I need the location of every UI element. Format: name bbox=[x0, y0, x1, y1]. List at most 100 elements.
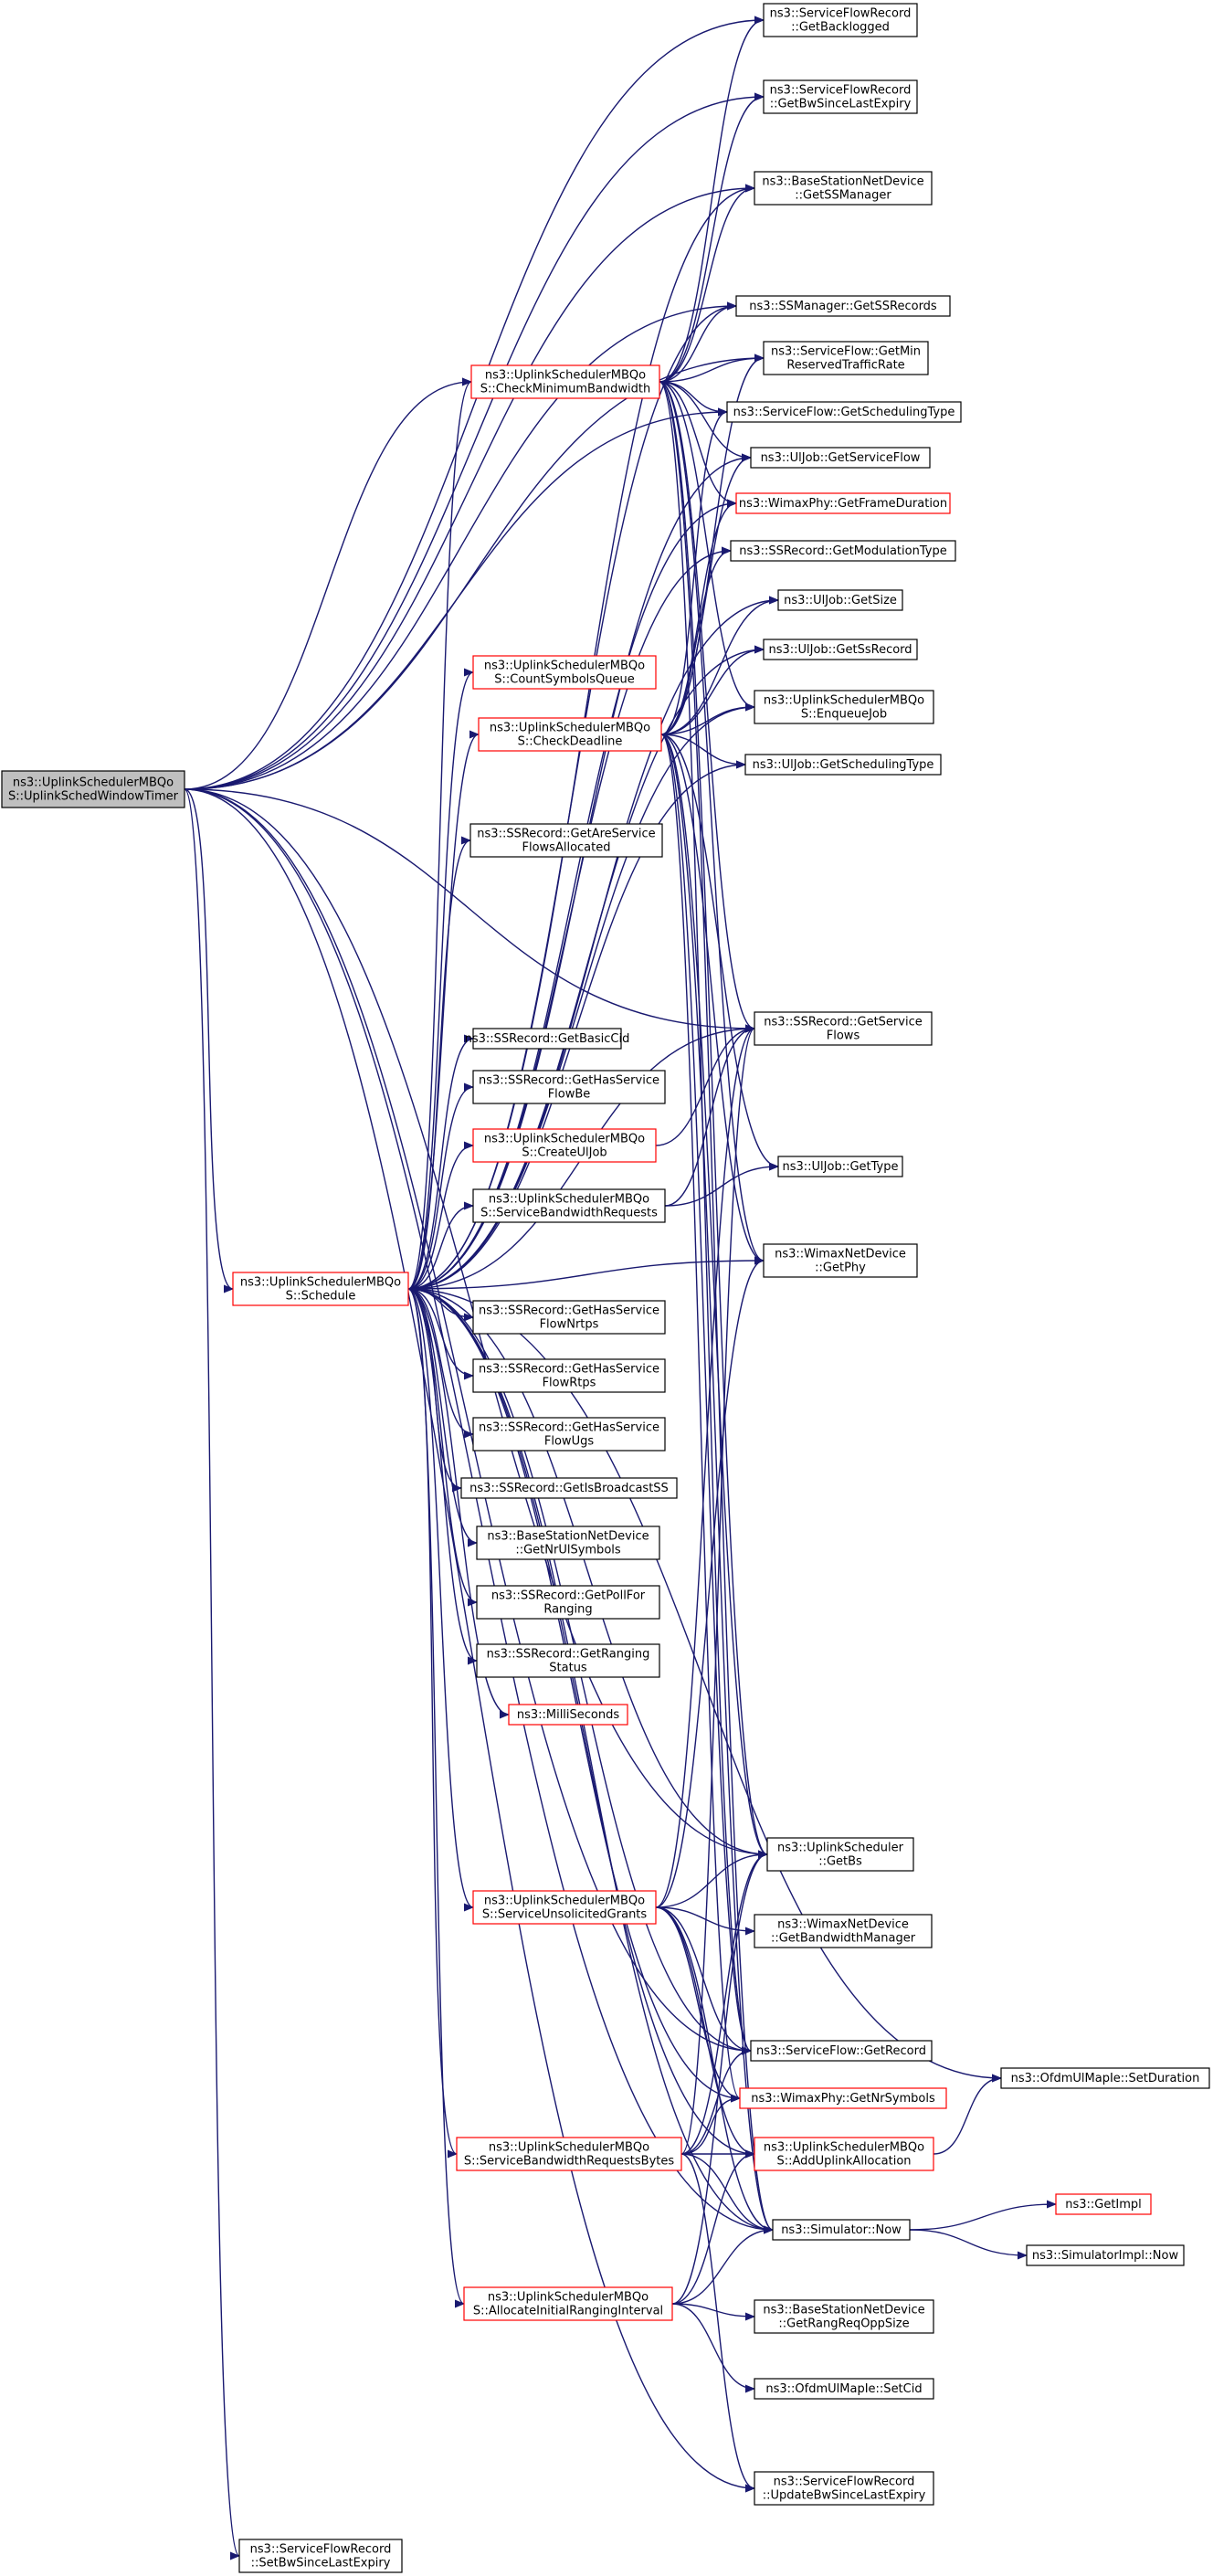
node-svcbwreq[interactable]: ns3::UplinkSchedulerMBQoS::ServiceBandwi… bbox=[472, 1188, 666, 1223]
node-schedule-box bbox=[232, 1272, 409, 1306]
node-areflows[interactable]: ns3::SSRecord::GetAreServiceFlowsAllocat… bbox=[469, 823, 663, 858]
node-getimpl[interactable]: ns3::GetImpl bbox=[1055, 2193, 1152, 2215]
node-checkmin-box bbox=[470, 364, 660, 399]
node-millis[interactable]: ns3::MilliSeconds bbox=[508, 1704, 628, 1726]
node-implnow-box bbox=[1026, 2244, 1185, 2266]
node-now[interactable]: ns3::Simulator::Now bbox=[772, 2219, 911, 2241]
node-setbw-label-1: ::SetBwSinceLastExpiry bbox=[251, 2557, 391, 2571]
edge-now-to-getimpl bbox=[909, 2200, 1058, 2231]
edge-svcbwreq-to-svcflows bbox=[664, 1024, 756, 1207]
node-framedur[interactable]: ns3::WimaxPhy::GetFrameDuration bbox=[735, 492, 951, 514]
node-minrate[interactable]: ns3::ServiceFlow::GetMinReservedTrafficR… bbox=[763, 341, 929, 375]
node-basiccid[interactable]: ns3::SSRecord::GetBasicCid bbox=[465, 1028, 630, 1050]
node-jobtype[interactable]: ns3::UlJob::GetType bbox=[777, 1156, 903, 1177]
node-setbw[interactable]: ns3::ServiceFlowRecord::SetBwSinceLastEx… bbox=[238, 2539, 403, 2573]
edge-unsol-to-bwmgr bbox=[655, 1906, 756, 1936]
node-jobss[interactable]: ns3::UlJob::GetSsRecord bbox=[763, 639, 918, 660]
node-addalloc[interactable]: ns3::UplinkSchedulerMBQoS::AddUplinkAllo… bbox=[754, 2137, 934, 2171]
node-modtype[interactable]: ns3::SSRecord::GetModulationType bbox=[730, 540, 956, 562]
node-getbw-label-1: ::GetBwSinceLastExpiry bbox=[770, 98, 912, 111]
node-updbw[interactable]: ns3::ServiceFlowRecord::UpdateBwSinceLas… bbox=[754, 2471, 934, 2506]
edge-schedule-to-nrul bbox=[407, 1288, 479, 1547]
edge-root-to-ssrecs bbox=[184, 301, 738, 790]
node-getrec-box bbox=[750, 2040, 933, 2062]
node-nrul-label-1: ::GetNrUlSymbols bbox=[515, 1544, 621, 1557]
edge-schedule-to-now bbox=[407, 1288, 775, 2234]
node-rangopp-box bbox=[754, 2299, 934, 2334]
node-getphy-box bbox=[763, 1243, 918, 1278]
node-setcid[interactable]: ns3::OfdmUlMapIe::SetCid bbox=[754, 2378, 934, 2400]
node-jobsched-label-0: ns3::UlJob::GetSchedulingType bbox=[753, 758, 934, 772]
node-jobsize[interactable]: ns3::UlJob::GetSize bbox=[777, 589, 903, 611]
node-hasugs-box bbox=[472, 1417, 666, 1452]
edge-checkmin-to-getphy bbox=[659, 381, 765, 1265]
node-ssrecs[interactable]: ns3::SSManager::GetSSRecords bbox=[735, 295, 951, 317]
edge-schedule-to-areflows bbox=[407, 836, 472, 1290]
edge-allocrang-to-rangopp bbox=[671, 2303, 756, 2321]
edge-schedule-to-pollfor bbox=[407, 1288, 479, 1607]
edge-checkmin-to-ssrecs bbox=[659, 301, 738, 383]
node-countsym-box bbox=[472, 655, 657, 690]
node-ssmgr[interactable]: ns3::BaseStationNetDevice::GetSSManager bbox=[754, 171, 933, 206]
node-unsol[interactable]: ns3::UplinkSchedulerMBQoS::ServiceUnsoli… bbox=[472, 1890, 657, 1925]
node-bwbytes-label-1: S::ServiceBandwidthRequestsBytes bbox=[464, 2155, 675, 2169]
node-getbw[interactable]: ns3::ServiceFlowRecord::GetBwSinceLastEx… bbox=[763, 79, 918, 114]
node-svcbwreq-label-0: ns3::UplinkSchedulerMBQo bbox=[489, 1193, 649, 1207]
edge-addalloc-to-setdur bbox=[933, 2074, 1003, 2155]
node-checkmin-label-0: ns3::UplinkSchedulerMBQo bbox=[485, 369, 646, 383]
node-framedur-label-0: ns3::WimaxPhy::GetFrameDuration bbox=[739, 497, 947, 511]
node-getbs[interactable]: ns3::UplinkScheduler::GetBs bbox=[766, 1837, 914, 1872]
node-hasugs-label-0: ns3::SSRecord::GetHasService bbox=[479, 1421, 659, 1435]
node-jobflow[interactable]: ns3::UlJob::GetServiceFlow bbox=[750, 447, 931, 469]
node-pollfor-label-0: ns3::SSRecord::GetPollFor bbox=[491, 1589, 646, 1603]
node-getrec[interactable]: ns3::ServiceFlow::GetRecord bbox=[750, 2040, 933, 2062]
edge-schedule-to-millis bbox=[407, 1288, 511, 1719]
node-implnow[interactable]: ns3::SimulatorImpl::Now bbox=[1026, 2244, 1185, 2266]
node-getphy[interactable]: ns3::WimaxNetDevice::GetPhy bbox=[763, 1243, 918, 1278]
edge-checkdead-to-getphy bbox=[660, 734, 765, 1265]
node-setdur-box bbox=[1000, 2067, 1210, 2089]
node-rangopp[interactable]: ns3::BaseStationNetDevice::GetRangReqOpp… bbox=[754, 2299, 934, 2334]
node-setdur[interactable]: ns3::OfdmUlMapIe::SetDuration bbox=[1000, 2067, 1210, 2089]
node-modtype-label-0: ns3::SSRecord::GetModulationType bbox=[739, 544, 946, 558]
edge-root-to-getrec bbox=[184, 788, 753, 2055]
node-updbw-label-1: ::UpdateBwSinceLastExpiry bbox=[763, 2489, 926, 2503]
node-bwmgr[interactable]: ns3::WimaxNetDevice::GetBandwidthManager bbox=[754, 1914, 933, 1948]
node-backlog[interactable]: ns3::ServiceFlowRecord::GetBacklogged bbox=[763, 3, 918, 37]
node-hasbe-label-0: ns3::SSRecord::GetHasService bbox=[479, 1074, 659, 1088]
node-jobsched[interactable]: ns3::UlJob::GetSchedulingType bbox=[744, 754, 942, 776]
node-jobss-label-0: ns3::UlJob::GetSsRecord bbox=[768, 643, 912, 657]
node-svcbwreq-label-1: S::ServiceBandwidthRequests bbox=[480, 1207, 658, 1220]
node-jobsize-box bbox=[777, 589, 903, 611]
node-bwbytes[interactable]: ns3::UplinkSchedulerMBQoS::ServiceBandwi… bbox=[456, 2137, 682, 2171]
node-minrate-box bbox=[763, 341, 929, 375]
node-enqueue-label-1: S::EnqueueJob bbox=[801, 708, 887, 722]
node-isbcast[interactable]: ns3::SSRecord::GetIsBroadcastSS bbox=[460, 1477, 678, 1499]
node-sftype[interactable]: ns3::ServiceFlow::GetSchedulingType bbox=[726, 401, 962, 423]
node-checkmin[interactable]: ns3::UplinkSchedulerMBQoS::CheckMinimumB… bbox=[470, 364, 660, 399]
node-nrsym[interactable]: ns3::WimaxPhy::GetNrSymbols bbox=[739, 2087, 947, 2109]
node-root-label-0: ns3::UplinkSchedulerMBQo bbox=[13, 776, 174, 790]
node-hasrtps-label-0: ns3::SSRecord::GetHasService bbox=[479, 1363, 659, 1377]
node-getbw-label-0: ns3::ServiceFlowRecord bbox=[770, 84, 912, 98]
edge-bwbytes-to-getrec bbox=[680, 2046, 753, 2155]
node-nrul[interactable]: ns3::BaseStationNetDevice::GetNrUlSymbol… bbox=[476, 1526, 660, 1560]
node-countsym[interactable]: ns3::UplinkSchedulerMBQoS::CountSymbolsQ… bbox=[472, 655, 657, 690]
node-setbw-box bbox=[238, 2539, 403, 2573]
node-hasnrtps-label-1: FlowNrtps bbox=[540, 1318, 599, 1332]
node-allocrang[interactable]: ns3::UplinkSchedulerMBQoS::AllocateIniti… bbox=[463, 2286, 673, 2321]
node-basiccid-label-0: ns3::SSRecord::GetBasicCid bbox=[465, 1032, 630, 1046]
node-rangstat-label-0: ns3::SSRecord::GetRanging bbox=[487, 1648, 650, 1662]
node-hasugs-label-1: FlowUgs bbox=[544, 1435, 594, 1449]
